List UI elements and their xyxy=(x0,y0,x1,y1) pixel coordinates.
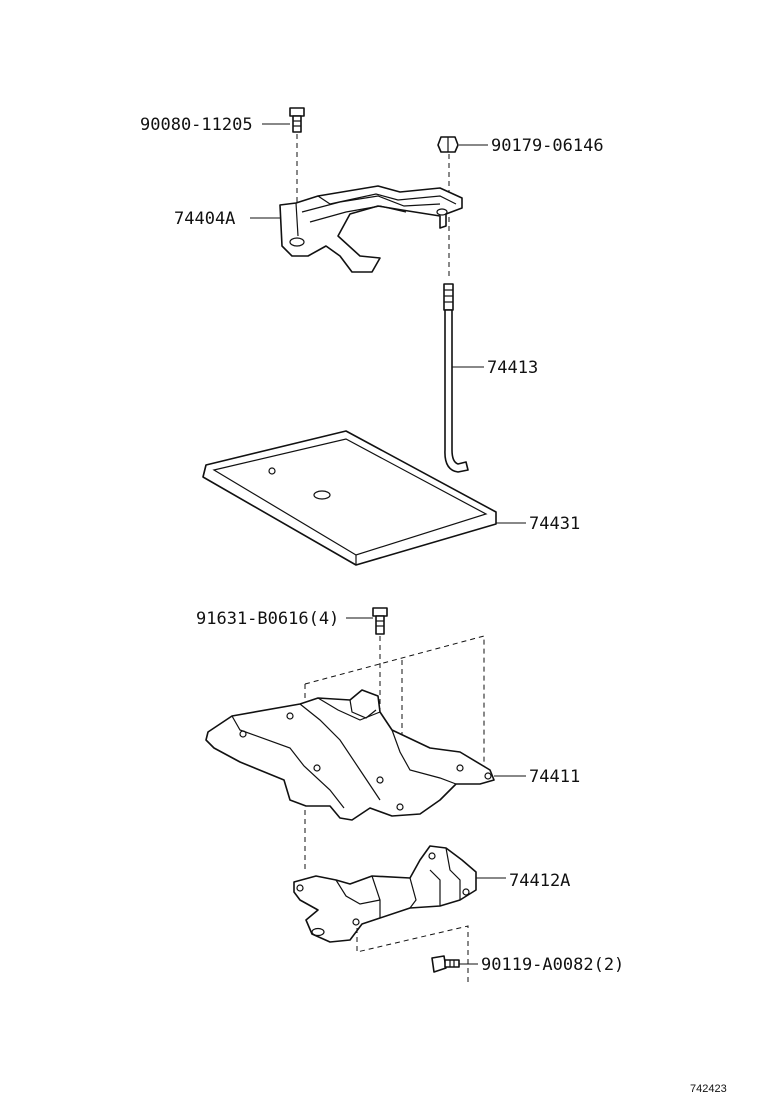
nut-top xyxy=(437,136,459,280)
battery-tray xyxy=(202,430,497,566)
label-bracket: 74412A xyxy=(509,871,570,891)
label-bolt-bottom: 90119-A0082(2) xyxy=(481,955,624,975)
drawing-code: 742423 xyxy=(690,1083,727,1095)
bolt-top xyxy=(289,107,305,238)
bolt-bottom xyxy=(431,955,460,973)
label-clamp: 74404A xyxy=(174,209,235,229)
label-bolt-top: 90080-11205 xyxy=(140,115,253,135)
label-nut-top: 90179-06146 xyxy=(491,136,604,156)
label-carrier: 74411 xyxy=(529,767,580,787)
label-rod: 74413 xyxy=(487,358,538,378)
label-tray: 74431 xyxy=(529,514,580,534)
hold-down-rod xyxy=(443,283,469,473)
label-bolt-mid: 91631-B0616(4) xyxy=(196,609,339,629)
battery-carrier xyxy=(205,689,495,821)
battery-clamp xyxy=(279,185,463,273)
carrier-bracket xyxy=(293,845,477,943)
alignment-lower xyxy=(356,925,469,982)
